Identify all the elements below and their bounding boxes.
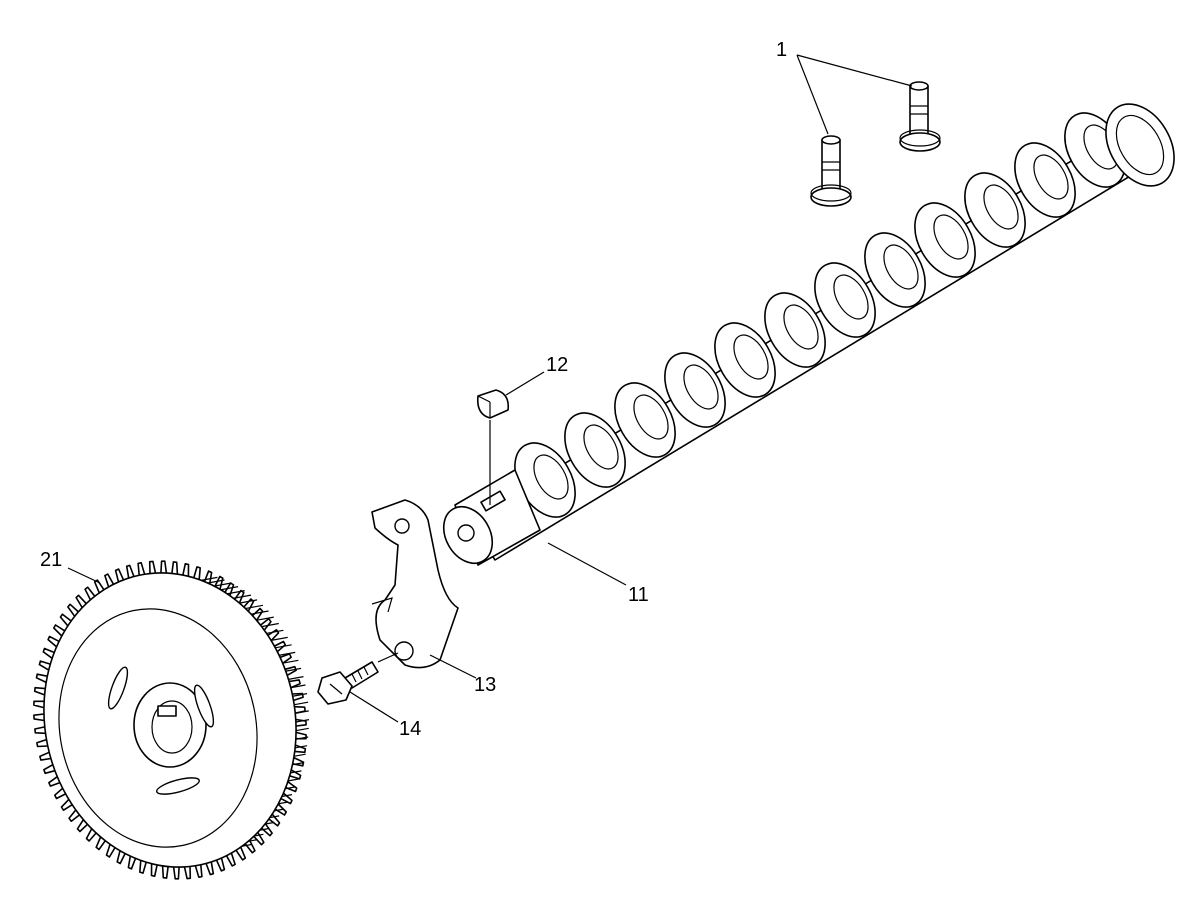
bolt: [317, 652, 399, 705]
callout-key: 12: [546, 354, 568, 376]
cam-lobe-face: [883, 244, 919, 290]
callout-lifter: 1: [776, 39, 787, 61]
callout-thrust-plate: 13: [474, 674, 496, 696]
cam-lobe-face: [833, 274, 869, 320]
lifter-a: [810, 135, 852, 207]
cam-lobe-face: [533, 454, 569, 500]
cam-lobe-face: [633, 394, 669, 440]
callout-gear: 21: [40, 549, 62, 571]
cam-lobe-face: [933, 214, 969, 260]
leader-lines: [67, 54, 913, 723]
cam-lobe-face: [1033, 154, 1069, 200]
callouts: 1 11 12 13 14 21: [40, 39, 787, 740]
callout-camshaft: 11: [628, 584, 649, 606]
woodruff-key: [476, 389, 510, 505]
cam-lobe-face: [983, 184, 1019, 230]
cam-lobe-face: [583, 424, 619, 470]
callout-bolt: 14: [399, 718, 421, 740]
cam-lobe-face: [683, 364, 719, 410]
cam-gear: [33, 560, 310, 880]
lifter-b: [899, 81, 941, 152]
thrust-plate: [371, 499, 459, 669]
camshaft: [442, 103, 1175, 566]
cam-lobe-face: [733, 334, 769, 380]
cam-lobe-face: [783, 304, 819, 350]
